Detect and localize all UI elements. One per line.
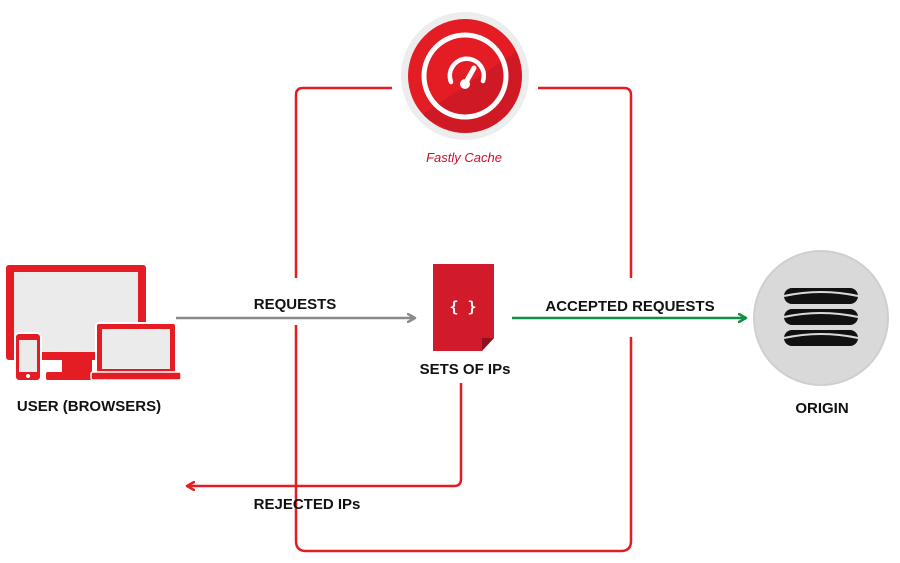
json-file-icon: { }	[433, 264, 494, 351]
braces-glyph: { }	[449, 298, 476, 316]
accepted-label: ACCEPTED REQUESTS	[545, 298, 714, 315]
ips-label: SETS OF IPs	[420, 361, 511, 378]
origin-label: ORIGIN	[795, 400, 848, 417]
rejected-arrow	[188, 383, 463, 486]
database-icon	[753, 250, 889, 386]
devices-icon	[6, 265, 182, 382]
user-label: USER (BROWSERS)	[17, 398, 161, 415]
speedometer-icon	[401, 12, 529, 140]
cache-loop-bottom	[294, 325, 633, 553]
cache-loop-right-top	[538, 86, 633, 278]
cache-loop-left-top	[294, 86, 392, 278]
requests-label: REQUESTS	[254, 296, 337, 313]
cache-label: Fastly Cache	[426, 150, 502, 165]
rejected-label: REJECTED IPs	[254, 496, 361, 513]
